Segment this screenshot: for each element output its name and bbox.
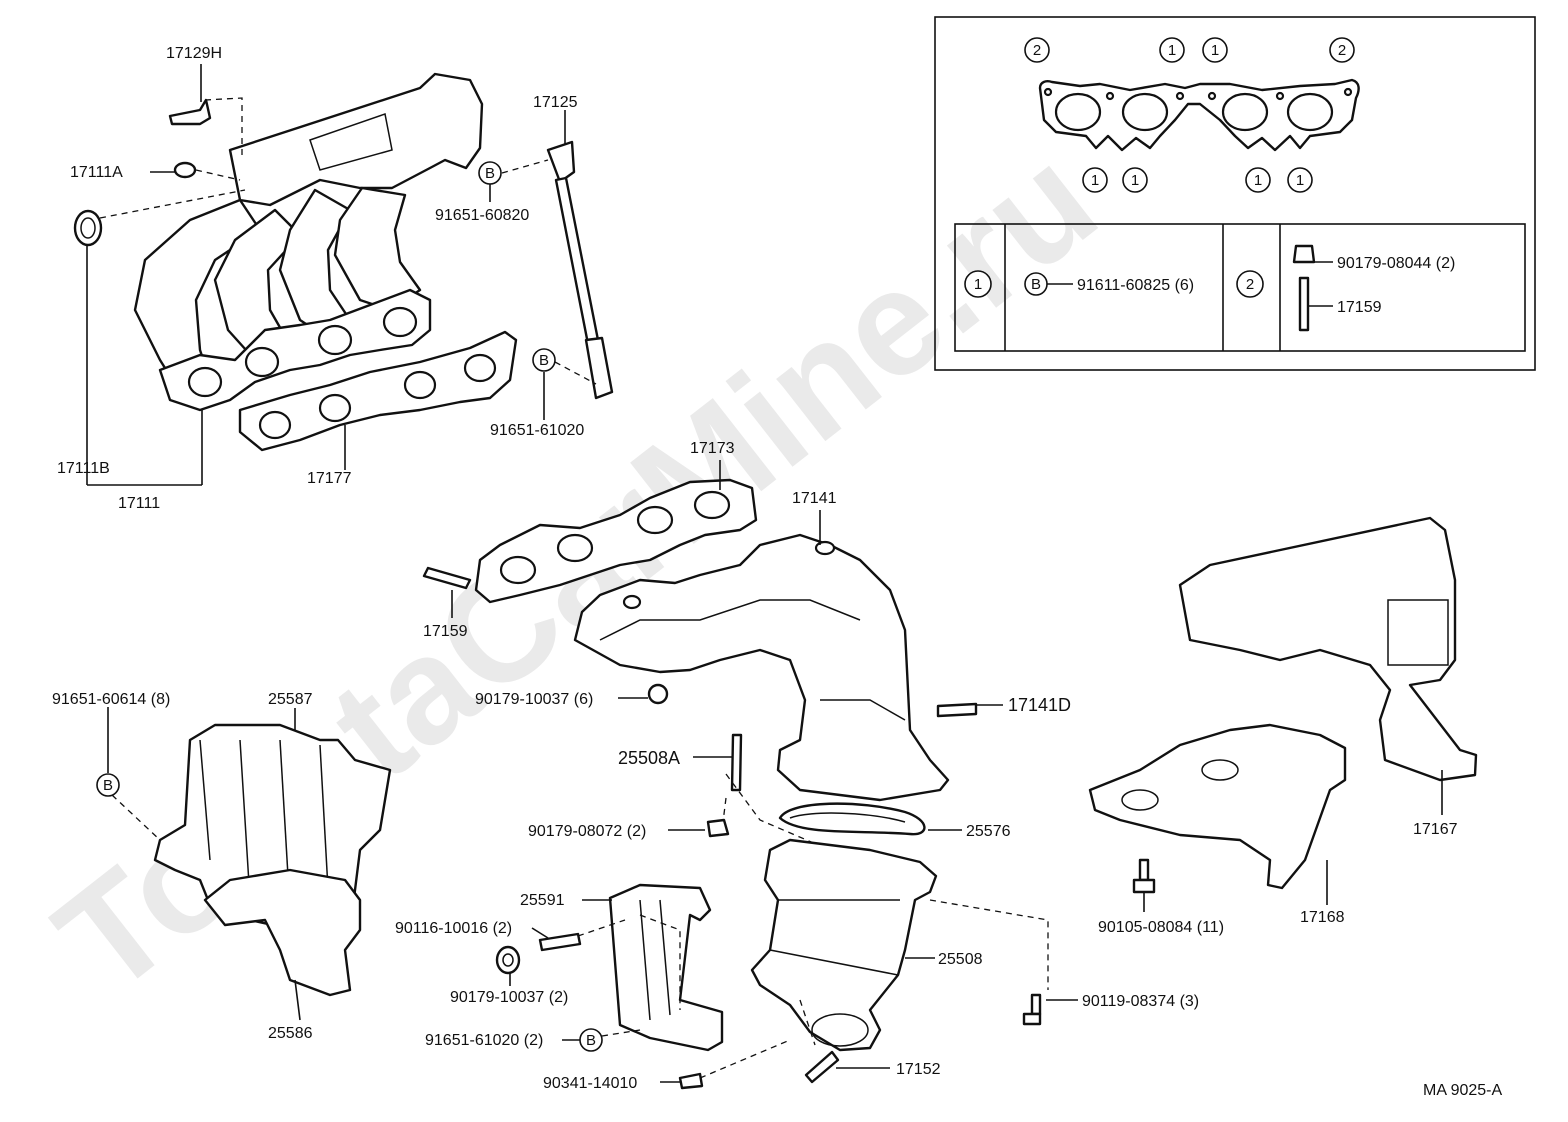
label-17168: 17168	[1300, 909, 1345, 926]
plug-17111A	[173, 161, 197, 179]
svg-text:2: 2	[1033, 42, 1041, 59]
legend-2-nut: 90179-08044 (2)	[1337, 255, 1455, 272]
heat-insulator-17167	[1178, 516, 1478, 782]
callout-1-b: 1	[1202, 37, 1228, 63]
manifold-stay-17125	[546, 140, 614, 400]
label-90179-10037-2: 90179-10037 (2)	[450, 989, 568, 1006]
callout-b-91651-61020: B	[532, 348, 556, 372]
label-91651-60820: 91651-60820	[435, 207, 529, 224]
bolt-90341-14010	[678, 1072, 704, 1090]
legend-2-stud: 17159	[1337, 299, 1382, 316]
svg-text:1: 1	[1254, 172, 1262, 189]
intake-manifold-17111	[133, 72, 484, 412]
nut-90179-10037	[647, 683, 669, 705]
gasket-25576	[778, 802, 926, 836]
svg-text:2: 2	[1338, 42, 1346, 59]
label-17111: 17111	[118, 495, 160, 512]
label-17129H: 17129H	[166, 45, 222, 62]
label-17111B: 17111B	[57, 460, 110, 477]
svg-text:B: B	[1031, 276, 1041, 293]
label-17141D: 17141D	[1008, 695, 1071, 715]
sensor-17129H	[168, 98, 212, 126]
label-25576: 25576	[966, 823, 1011, 840]
stud-17152	[804, 1050, 840, 1084]
svg-text:B: B	[485, 165, 495, 182]
svg-text:1: 1	[1091, 172, 1099, 189]
svg-text:B: B	[539, 352, 549, 369]
callout-1-f: 1	[1287, 167, 1313, 193]
legend-table	[954, 223, 1526, 352]
nut-90179-10037-2	[495, 945, 521, 975]
stud-25508A	[730, 733, 743, 792]
callout-1-d: 1	[1122, 167, 1148, 193]
label-25591: 25591	[520, 892, 565, 909]
heat-insulator-25586	[203, 868, 362, 997]
callout-b-91651-60820: B	[478, 161, 502, 185]
svg-text:1: 1	[1131, 172, 1139, 189]
label-17167: 17167	[1413, 821, 1458, 838]
label-17173: 17173	[690, 440, 735, 457]
label-25586: 25586	[268, 1025, 313, 1042]
svg-text:B: B	[103, 777, 113, 794]
figure-id: MA 9025-A	[1423, 1082, 1502, 1099]
callout-b-91651-60614: B	[96, 773, 120, 797]
callout-1-a: 1	[1159, 37, 1185, 63]
exhaust-manifold-17141	[573, 533, 950, 802]
nut-90179-08072	[706, 818, 730, 838]
bolt-90105-08084	[1132, 858, 1156, 894]
label-25587: 25587	[268, 691, 313, 708]
label-90179-08072: 90179-08072 (2)	[528, 823, 646, 840]
inset-gasket-legend: 2 1 1 2 1 1 1 1 1 2 B 91611-60825 (6) 90…	[934, 16, 1536, 371]
legend-b-bolt: B	[1024, 272, 1048, 296]
heat-insulator-17168	[1088, 723, 1347, 890]
gasket-17177	[238, 330, 518, 452]
label-91651-60614: 91651-60614 (8)	[52, 691, 170, 708]
callout-2-right: 2	[1329, 37, 1355, 63]
label-25508A: 25508A	[618, 748, 680, 768]
catalytic-converter-25508	[750, 838, 938, 1052]
svg-text:1: 1	[974, 276, 982, 293]
label-17152: 17152	[896, 1061, 941, 1078]
svg-text:2: 2	[1246, 276, 1254, 293]
callout-1-c: 1	[1082, 167, 1108, 193]
label-90119-08374: 90119-08374 (3)	[1082, 993, 1199, 1010]
stud-17159	[422, 566, 472, 590]
label-90116-10016: 90116-10016 (2)	[395, 920, 512, 937]
legend-callout-1: 1	[964, 270, 992, 298]
svg-text:1: 1	[1168, 42, 1176, 59]
label-90179-10037-6: 90179-10037 (6)	[475, 691, 593, 708]
stud-17141D	[936, 702, 978, 718]
label-91651-61020-top: 91651-61020	[490, 422, 584, 439]
label-17159: 17159	[423, 623, 468, 640]
label-17177: 17177	[307, 470, 352, 487]
label-17141: 17141	[792, 490, 837, 507]
label-25508: 25508	[938, 951, 983, 968]
svg-text:B: B	[586, 1032, 596, 1049]
label-90341-14010: 90341-14010	[543, 1075, 637, 1092]
callout-b-91651-61020-2: B	[579, 1028, 603, 1052]
inset-frame	[934, 16, 1536, 371]
label-90105-08084: 90105-08084 (11)	[1098, 919, 1224, 936]
svg-text:1: 1	[1296, 172, 1304, 189]
callout-2-left: 2	[1024, 37, 1050, 63]
label-91651-61020-2: 91651-61020 (2)	[425, 1032, 543, 1049]
legend-1-part: 91611-60825 (6)	[1077, 277, 1194, 294]
legend-callout-2: 2	[1236, 270, 1264, 298]
bolt-90119-08374	[1022, 993, 1042, 1026]
bracket-25591	[608, 883, 724, 1052]
svg-text:1: 1	[1211, 42, 1219, 59]
label-17111A: 17111A	[70, 164, 123, 181]
label-17125: 17125	[533, 94, 578, 111]
gasket-17173	[474, 478, 758, 604]
nut-icon	[1292, 244, 1316, 264]
stud-icon	[1298, 276, 1310, 332]
gasket-ring-17111B	[73, 209, 103, 247]
stud-90116-10016	[538, 932, 582, 952]
callout-1-e: 1	[1245, 167, 1271, 193]
